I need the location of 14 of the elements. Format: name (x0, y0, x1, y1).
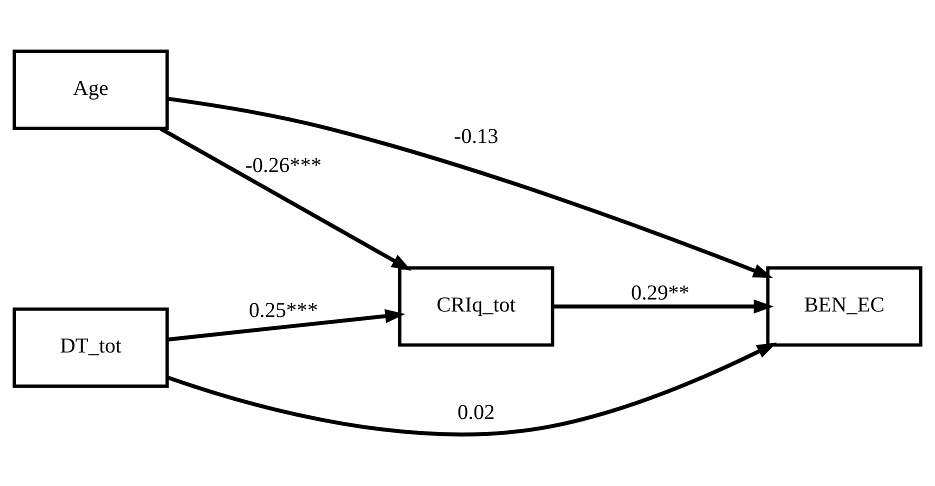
arrow (166, 342, 777, 436)
arrow (552, 299, 774, 314)
node-box: DT_tot (12, 307, 169, 388)
arrow (167, 96, 774, 278)
edge-label: -0.13 (454, 124, 498, 148)
edge-label: 0.29** (630, 280, 690, 305)
node-box: Age (12, 50, 169, 130)
arrow (160, 126, 412, 271)
node-box: BEN_EC (766, 266, 922, 347)
edge-label: 0.25*** (248, 298, 318, 322)
arrow (167, 309, 406, 342)
edge-label: 0.02 (458, 400, 495, 424)
node-box: CRIq_tot (398, 266, 554, 347)
edge-label: -0.26*** (245, 152, 322, 177)
